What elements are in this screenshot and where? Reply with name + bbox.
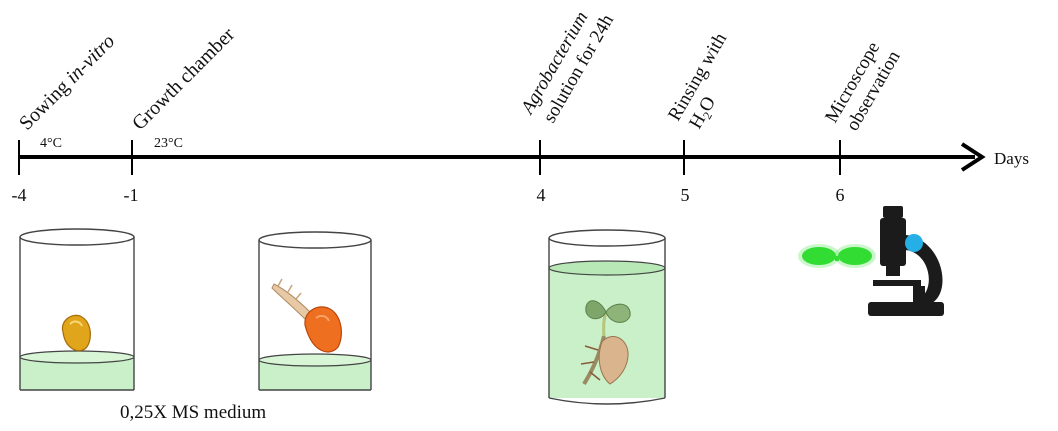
timeline-axis: Days -4 -1 4 5 6 4°C 23°C <box>12 136 1029 205</box>
germinating-seed-icon <box>272 279 341 352</box>
container-agrobacterium-rim <box>549 230 665 246</box>
microscope-icon <box>868 206 944 316</box>
container-agrobacterium <box>549 230 665 404</box>
tick-label-6: 6 <box>836 185 845 205</box>
step-sowing-text: Sowing <box>15 72 77 134</box>
temperature-sowing: 4°C <box>40 136 62 151</box>
tick-label-minus4: -4 <box>12 185 27 205</box>
tick-label-5: 5 <box>681 185 690 205</box>
container-agrobacterium-liquid-surface <box>549 261 665 275</box>
tick-label-4: 4 <box>537 185 546 205</box>
container-germination-medium-surface <box>259 354 371 366</box>
microscope-light <box>905 234 923 252</box>
axis-days-label: Days <box>994 149 1029 168</box>
container-sowing-medium-surface <box>20 351 134 363</box>
container-germination <box>259 232 371 390</box>
step-sowing-italic: in-vitro <box>62 30 119 87</box>
temperature-growth: 23°C <box>154 136 183 151</box>
medium-label: 0,25X MS medium <box>120 402 266 423</box>
step-growth-label: Growth chamber <box>128 23 239 134</box>
step-rinse-line1: Rinsing with <box>664 29 731 125</box>
tick-label-minus1: -1 <box>124 185 139 205</box>
seed-icon <box>62 315 90 350</box>
container-germination-rim <box>259 232 371 248</box>
gfp-seedling-icon <box>798 244 876 268</box>
step-labels: Sowing in-vitro Growth chamber Agrobacte… <box>15 8 905 135</box>
step-sowing-label: Sowing in-vitro <box>15 30 119 134</box>
step-rinse-o: O <box>695 93 720 115</box>
container-sowing-rim <box>20 229 134 245</box>
container-sowing <box>20 229 134 390</box>
